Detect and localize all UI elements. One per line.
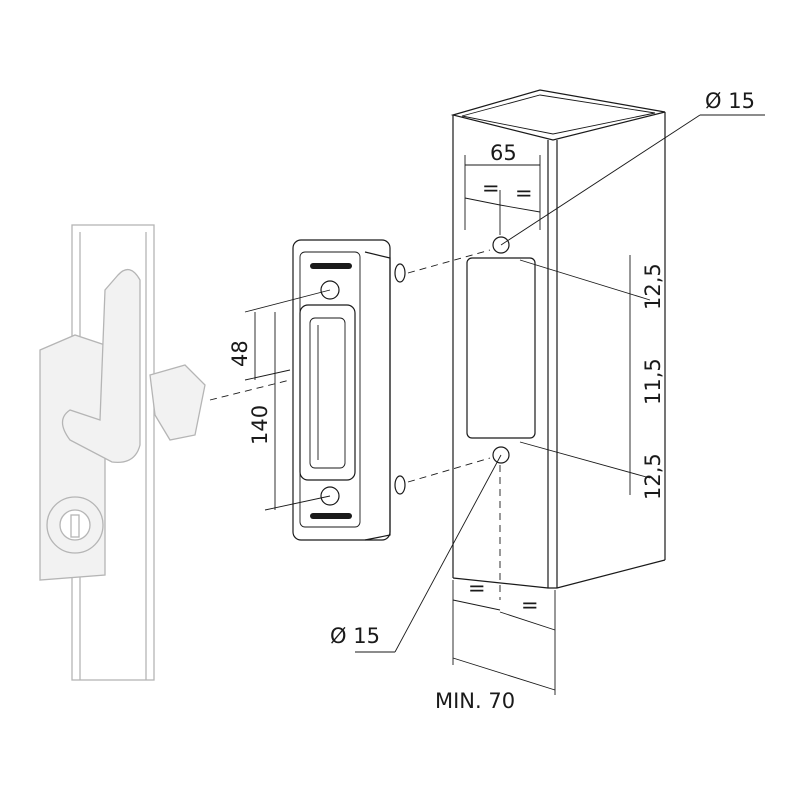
hole-top-diameter-label: Ø 15 xyxy=(705,89,755,113)
equal-bottom-right-label: = xyxy=(521,593,539,617)
alignment-lines xyxy=(209,249,501,600)
min-width-label: MIN. 70 xyxy=(435,689,515,713)
dim-11-5-label: 11,5 xyxy=(641,358,665,405)
equal-bottom-left-label: = xyxy=(468,576,486,600)
dim-48-label: 48 xyxy=(228,340,252,367)
gate-post-with-handle xyxy=(39,224,206,681)
equal-top-right-label: = xyxy=(515,181,533,205)
dimensions xyxy=(244,114,765,695)
dim-12-5-top-label: 12,5 xyxy=(641,263,665,310)
strike-plate xyxy=(292,239,406,541)
equal-top-left-label: = xyxy=(482,176,500,200)
dim-140-label: 140 xyxy=(248,405,272,445)
dim-12-5-bottom-label: 12,5 xyxy=(641,453,665,500)
hole-bottom-diameter-label: Ø 15 xyxy=(330,624,380,648)
dim-65-label: 65 xyxy=(490,141,517,165)
